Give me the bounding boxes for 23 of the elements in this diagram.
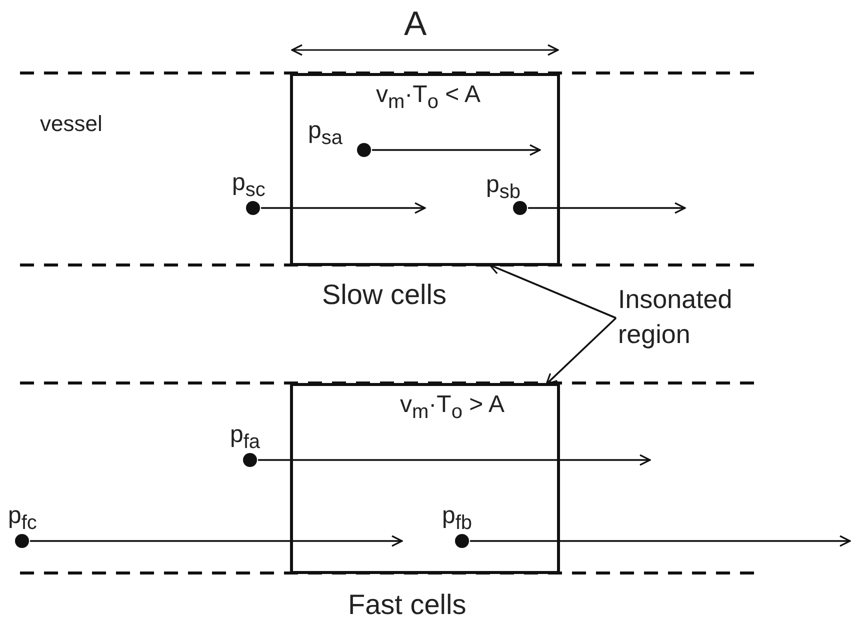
velocity-arrow: [528, 202, 686, 214]
edge-label: v$_{m}$·T$_{o}$ < A: [376, 82, 480, 113]
dimension-label: A: [404, 6, 427, 44]
insonated-region-box: [290, 383, 560, 574]
velocity-arrow: [261, 202, 426, 214]
leader-arrow: [546, 317, 617, 385]
velocity-arrow: [470, 535, 851, 547]
point-label: p$_{sc}$: [232, 170, 266, 201]
region-label: Insonated region: [618, 283, 734, 352]
velocity-arrow: [30, 535, 403, 547]
insonated-region-box: [290, 73, 560, 266]
point-label: p$_{fb}$: [442, 503, 472, 534]
velocity-arrow: [258, 454, 651, 466]
group-label: Slow cells: [322, 280, 446, 311]
vessel-label: vessel: [40, 112, 102, 136]
point-label: p$_{sa}$: [308, 118, 342, 149]
leader-arrow: [489, 263, 616, 319]
group-label: Fast cells: [348, 590, 466, 621]
point-label: p$_{sb}$: [486, 172, 520, 203]
velocity-arrow: [372, 144, 541, 156]
point-label: p$_{fc}$: [8, 503, 37, 534]
edge-label: v$_{m}$·T$_{o}$ > A: [400, 392, 504, 423]
point-label: p$_{fa}$: [230, 422, 260, 453]
